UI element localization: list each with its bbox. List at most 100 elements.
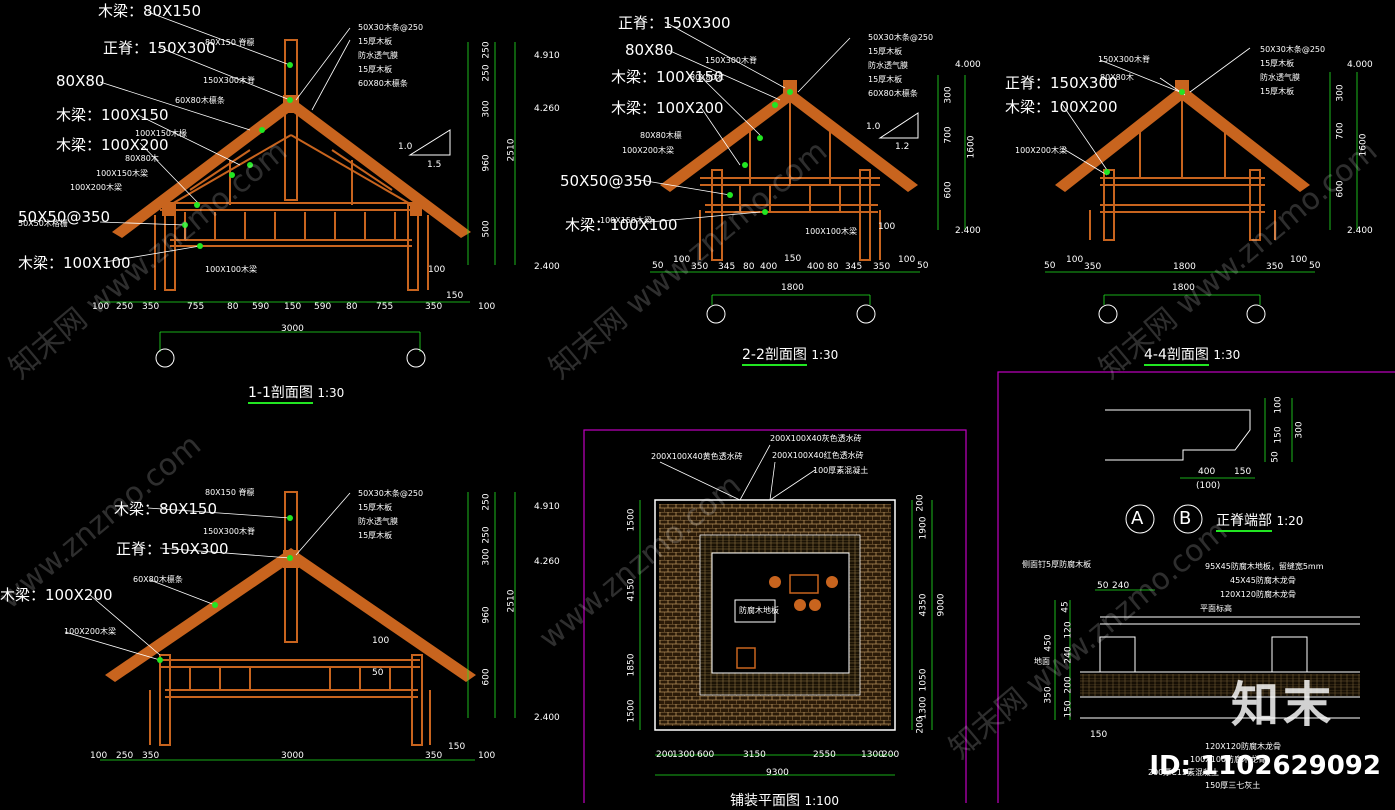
ridge-dim-0: 100 bbox=[1273, 396, 1284, 414]
plan-vdim-r5: 200 bbox=[915, 716, 926, 734]
s22-title: 2-2剖面图 1:30 bbox=[742, 344, 838, 366]
s22-vdim-1: 700 bbox=[943, 126, 954, 144]
s33-note-2: 60X80木檩条 bbox=[133, 575, 183, 584]
s11-hdim-1: 250 bbox=[116, 302, 134, 312]
s11-note-7: 50X50木格栅 bbox=[18, 219, 68, 228]
s33-elev-1: 4.260 bbox=[534, 557, 560, 567]
floor-bottom-3: 150厚三七灰土 bbox=[1205, 781, 1261, 790]
s11-note-2: 60X80木檩条 bbox=[175, 96, 225, 105]
s11-hdim-0: 100 bbox=[92, 302, 110, 312]
floor-dim-9: 150 bbox=[1063, 700, 1074, 718]
s44-title: 4-4剖面图 1:30 bbox=[1144, 344, 1240, 366]
s44-note-0: 150X300木脊 bbox=[1098, 55, 1151, 64]
s11-hdim-7: 590 bbox=[314, 302, 332, 312]
s22-note-0: 150X300木脊 bbox=[705, 56, 758, 65]
plan-vdim-r1: 1900 bbox=[918, 516, 929, 540]
ridge-dim-6: (100) bbox=[1196, 481, 1221, 491]
s11-layer-2: 防水透气膜 bbox=[358, 51, 398, 60]
s33-vdim-3: 300 bbox=[481, 548, 492, 566]
floor-dim-6: 450 bbox=[1043, 634, 1054, 652]
s11-hdim-12: 100 bbox=[478, 302, 496, 312]
s44-vdim-1: 700 bbox=[1335, 122, 1346, 140]
s22-vdim-4: 100 bbox=[878, 222, 896, 232]
s33-note-3: 100X200木梁 bbox=[64, 627, 117, 636]
brand-logo: 知末 bbox=[1230, 677, 1335, 733]
ridge-dim-3: 50 bbox=[1270, 451, 1281, 463]
floor-dim-0: 50 bbox=[1097, 581, 1109, 591]
ridge-dim-1: 150 bbox=[1273, 426, 1284, 444]
plan-note-0: 200X100X40黄色透水砖 bbox=[651, 452, 743, 461]
s44-label-0: 正脊：150X300 bbox=[1005, 74, 1118, 92]
s11-vdim-1: 250 bbox=[481, 64, 492, 82]
s33-vdim-4: 960 bbox=[481, 606, 492, 624]
s22-note-5: 100X100木梁 bbox=[805, 227, 858, 236]
s22-note-1: 80X80木 bbox=[690, 73, 724, 82]
s22-label-5: 木梁：100X100 bbox=[565, 216, 678, 234]
s44-hdim-6: 50 bbox=[1309, 261, 1321, 271]
s44-hdim-4: 350 bbox=[1266, 262, 1284, 272]
ridge-dim-2: 300 bbox=[1294, 421, 1305, 439]
s11-elev-2: 2.400 bbox=[534, 262, 560, 272]
s11-layer-1: 15厚木板 bbox=[358, 37, 393, 46]
s22-label-4: 50X50@350 bbox=[560, 172, 653, 190]
plan-hdim-3: 3150 bbox=[743, 750, 766, 760]
s22-note-3: 100X200木梁 bbox=[622, 146, 675, 155]
s44-vdim-0: 300 bbox=[1335, 84, 1346, 102]
s44-elev-1: 2.400 bbox=[1347, 226, 1373, 236]
plan-vdim-l3: 1500 bbox=[626, 699, 637, 723]
s44-hdim-0: 50 bbox=[1044, 261, 1056, 271]
s22-elev-1: 2.400 bbox=[955, 226, 981, 236]
s33-hdim-1: 250 bbox=[116, 751, 134, 761]
s33-vdim-7: 100 bbox=[372, 636, 390, 646]
s33-vdim-5: 600 bbox=[481, 668, 492, 686]
s44-note-2: 100X200木梁 bbox=[1015, 146, 1068, 155]
plan-hdim-0: 200 bbox=[656, 750, 674, 760]
s33-layer-2: 防水透气膜 bbox=[358, 517, 398, 526]
floor-note-3: 平面标高 bbox=[1200, 604, 1232, 613]
s22-layer-1: 15厚木板 bbox=[868, 47, 903, 56]
floor-note-0: 95X45防腐木地板，留缝宽5mm bbox=[1205, 562, 1324, 571]
s11-note-3: 100X150木椽 bbox=[135, 129, 188, 138]
s11-note-6: 100X200木梁 bbox=[70, 183, 123, 192]
s11-vdim-3: 300 bbox=[481, 100, 492, 118]
s44-hdim-2: 350 bbox=[1084, 262, 1102, 272]
s44-note-1: 80X80木 bbox=[1100, 73, 1134, 82]
floor-dim-8: 350 bbox=[1043, 686, 1054, 704]
s11-elev-1: 4.260 bbox=[534, 104, 560, 114]
s33-layer-1: 15厚木板 bbox=[358, 503, 393, 512]
s22-vdim-0: 300 bbox=[943, 86, 954, 104]
s44-vdim-3: 600 bbox=[1335, 180, 1346, 198]
s22-layer-0: 50X30木条@250 bbox=[868, 33, 934, 42]
s22-hdim-5: 400 bbox=[760, 262, 778, 272]
s33-label-2: 木梁：100X200 bbox=[0, 586, 113, 604]
s33-note-0: 80X150 脊檩 bbox=[205, 488, 255, 497]
s22-slope-1: 1.2 bbox=[895, 142, 910, 152]
ridge-dim-5: 150 bbox=[1234, 467, 1252, 477]
plan-vdim-r2: 4350 bbox=[918, 593, 929, 617]
s22-hdim-0: 50 bbox=[652, 261, 664, 271]
s33-hdim-4: 350 bbox=[425, 751, 443, 761]
s11-label-2: 80X80 bbox=[56, 72, 105, 90]
floor-dim-3: 120 bbox=[1063, 621, 1074, 639]
s22-layer-3: 15厚木板 bbox=[868, 75, 903, 84]
ridge-post-1-1 bbox=[284, 39, 298, 201]
s22-slope-0: 1.0 bbox=[866, 122, 881, 132]
s44-hdim-3: 1800 bbox=[1173, 262, 1196, 272]
s44-layer-3: 15厚木板 bbox=[1260, 87, 1295, 96]
s11-slope-0: 1.0 bbox=[398, 142, 413, 152]
s33-label-0: 木梁：80X150 bbox=[114, 500, 217, 518]
s11-label-4: 木梁：100X200 bbox=[56, 136, 169, 154]
s22-label-1: 80X80 bbox=[625, 41, 674, 59]
plan-vdim-l0: 1500 bbox=[626, 508, 637, 532]
s11-note-0: 80X150 脊檩 bbox=[205, 38, 255, 47]
s44-layer-2: 防水透气膜 bbox=[1260, 73, 1300, 82]
s11-vdim-0: 250 bbox=[481, 41, 492, 59]
s22-hdim-1: 100 bbox=[673, 255, 691, 265]
plan-vdim-r0: 200 bbox=[915, 494, 926, 512]
s11-layer-0: 50X30木条@250 bbox=[358, 23, 424, 32]
floor-dim-5: 240 bbox=[1063, 646, 1074, 664]
s11-label-0: 木梁：80X150 bbox=[98, 2, 201, 20]
floor-dim-7: 200 bbox=[1063, 676, 1074, 694]
s33-hdim-5: 150 bbox=[448, 742, 466, 752]
s33-note-1: 150X300木脊 bbox=[203, 527, 256, 536]
